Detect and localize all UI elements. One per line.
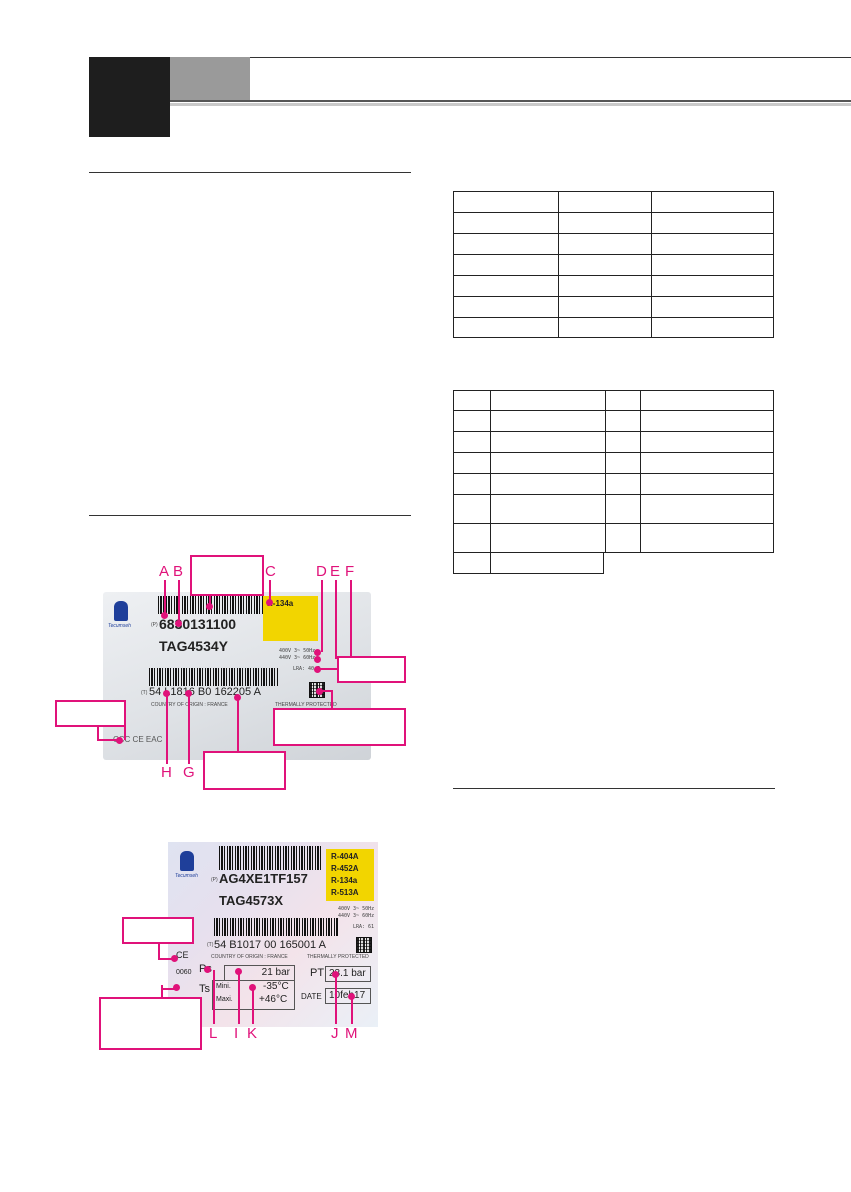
maxi-value: +46°C [259, 994, 288, 1005]
brand-text: Tecumseh [108, 623, 131, 629]
serial-barcode [158, 596, 268, 614]
tecumseh-logo-icon-2 [180, 851, 194, 871]
callout-l: L [209, 1025, 218, 1042]
callout-box-lra [337, 656, 406, 683]
callout-f: F [345, 563, 355, 580]
barcode-text-2: 54 B1017 00 165001 A [214, 939, 326, 951]
date-label: DATE [301, 992, 322, 1001]
refrigerant-3: R-134a [331, 876, 358, 885]
mini-value: -35°C [263, 981, 289, 992]
serial-prefix: (P) [151, 622, 158, 628]
refrigerant-4: R-513A [331, 888, 359, 897]
callout-c: C [265, 563, 276, 580]
section-rule-left-2 [89, 515, 411, 516]
pt-label: PT [310, 967, 325, 979]
serial-number: 6830131100 [159, 616, 237, 632]
callout-b: B [173, 563, 184, 580]
callout-box-ce [122, 917, 194, 944]
header-shadow-rule [170, 103, 851, 106]
electrical-line-2-b: 440V 3~ 60Hz [338, 913, 375, 919]
tecumseh-logo-icon [114, 601, 128, 621]
callout-box-barcode-2 [203, 751, 286, 790]
section-rule-left-1 [89, 172, 411, 173]
mini-label: Mini. [216, 983, 231, 990]
callout-j: J [331, 1025, 339, 1042]
datamatrix-code-2 [356, 937, 372, 953]
nameplate-photo-1: Tecumseh (P) 6830131100 TAG4534Y R-134a … [103, 592, 371, 760]
refrigerant-1: R-404A [331, 852, 359, 861]
callout-d: D [316, 563, 327, 580]
serial-barcode-3 [219, 846, 323, 870]
callout-k: K [247, 1025, 258, 1042]
header-top-rule [250, 57, 851, 58]
table-2-last-row [453, 553, 604, 574]
callout-box-ccc [55, 700, 126, 727]
refrigerant-2: R-452A [331, 864, 359, 873]
date-value: 10feb17 [329, 990, 365, 1001]
chapter-tab [170, 57, 250, 100]
ce-number: 0060 [176, 969, 192, 976]
thermal-text: THERMALLY PROTECTED [275, 702, 337, 708]
serial-prefix-2: (P) [211, 877, 218, 883]
refrigerant: R-134a [267, 599, 294, 608]
model-number: TAG4534Y [159, 638, 228, 654]
callout-g: G [183, 764, 195, 781]
callout-i: I [234, 1025, 239, 1042]
callout-h: H [161, 764, 172, 781]
electrical-line-2: 440V 3~ 60Hz [279, 655, 316, 661]
callout-box-barcode [190, 555, 264, 596]
barcode-text: 54 L1816 B0 162205 A [149, 686, 261, 698]
callout-e: E [330, 563, 341, 580]
callout-a: A [159, 563, 170, 580]
serial-number-2: AG4XE1TF157 [219, 871, 308, 886]
electrical-line-1: 400V 3~ 50Hz [279, 648, 316, 654]
header-rule [170, 100, 851, 102]
barcode-prefix-2: (T) [207, 942, 214, 948]
table-2 [453, 390, 774, 553]
maxi-label: Maxi. [216, 996, 233, 1003]
serial-barcode-2 [149, 668, 279, 686]
electrical-line-1-b: 400V 3~ 50Hz [338, 906, 375, 912]
brand-text-2: Tecumseh [175, 873, 198, 879]
refrigerant-box-2: R-404A R-452A R-134a R-513A [326, 849, 374, 901]
nameplate-photo-2: Tecumseh (P) AG4XE1TF157 TAG4573X R-404A… [168, 842, 378, 1027]
callout-m: M [345, 1025, 358, 1042]
table-1 [453, 191, 774, 338]
ts-label: Ts [199, 983, 210, 995]
date-box: 10feb17 [325, 988, 371, 1004]
refrigerant-box: R-134a [263, 596, 318, 641]
ce-mark: CE [176, 950, 189, 960]
certification-marks: CCC CE EAC [113, 735, 163, 744]
lra-value-2: LRA: 61 [353, 924, 375, 930]
serial-barcode-4 [214, 918, 339, 936]
pt-value: 23.1 bar [329, 968, 366, 979]
chapter-number-block [89, 57, 170, 137]
barcode-prefix: (T) [141, 690, 148, 696]
section-rule-right [453, 788, 775, 789]
model-number-2: TAG4573X [219, 893, 284, 908]
ps-value: 21 bar [261, 967, 290, 978]
callout-box-pressure [99, 997, 202, 1050]
pt-box: 23.1 bar [325, 966, 371, 982]
callout-box-thermal [273, 708, 406, 746]
thermal-text-2: THERMALLY PROTECTED [307, 954, 369, 960]
origin-text-2: COUNTRY OF ORIGIN : FRANCE [211, 954, 288, 960]
lra-value: LRA: 40.5 [293, 666, 321, 672]
